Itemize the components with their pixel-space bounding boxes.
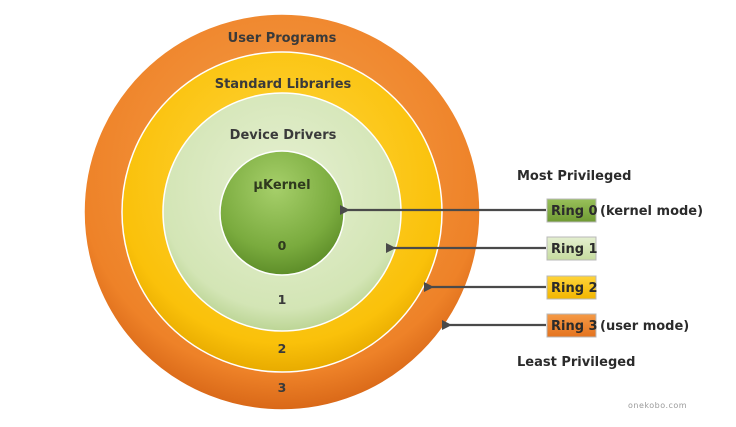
legend-note-ring-3: (user mode)	[600, 319, 689, 334]
legend-most-privileged: Most Privileged	[517, 169, 631, 184]
legend-box-ring-3	[546, 313, 597, 338]
layer-label-device-drivers: Device Drivers	[230, 128, 337, 143]
ring-0-kernel-core	[219, 150, 345, 276]
legend-box-ring-0	[546, 198, 597, 223]
layer-label-user-programs: User Programs	[228, 31, 337, 46]
legend-label-ring-0: Ring 0	[551, 204, 598, 219]
layer-label-kernel: µKernel	[253, 178, 310, 193]
ring-number-2: 2	[278, 341, 287, 356]
legend-label-ring-3: Ring 3	[551, 319, 598, 334]
legend-box-ring-1	[546, 236, 597, 261]
legend-note-ring-0: (kernel mode)	[600, 204, 703, 219]
legend-box-ring-2	[546, 275, 597, 300]
credit-text: onekobo.com	[628, 401, 687, 410]
legend-label-ring-1: Ring 1	[551, 242, 598, 257]
legend-label-ring-2: Ring 2	[551, 281, 598, 296]
layer-label-standard-libraries: Standard Libraries	[215, 77, 352, 92]
legend-least-privileged: Least Privileged	[517, 355, 635, 370]
ring-number-3: 3	[278, 380, 287, 395]
ring-number-1: 1	[278, 292, 287, 307]
ring-number-0: 0	[278, 238, 287, 253]
